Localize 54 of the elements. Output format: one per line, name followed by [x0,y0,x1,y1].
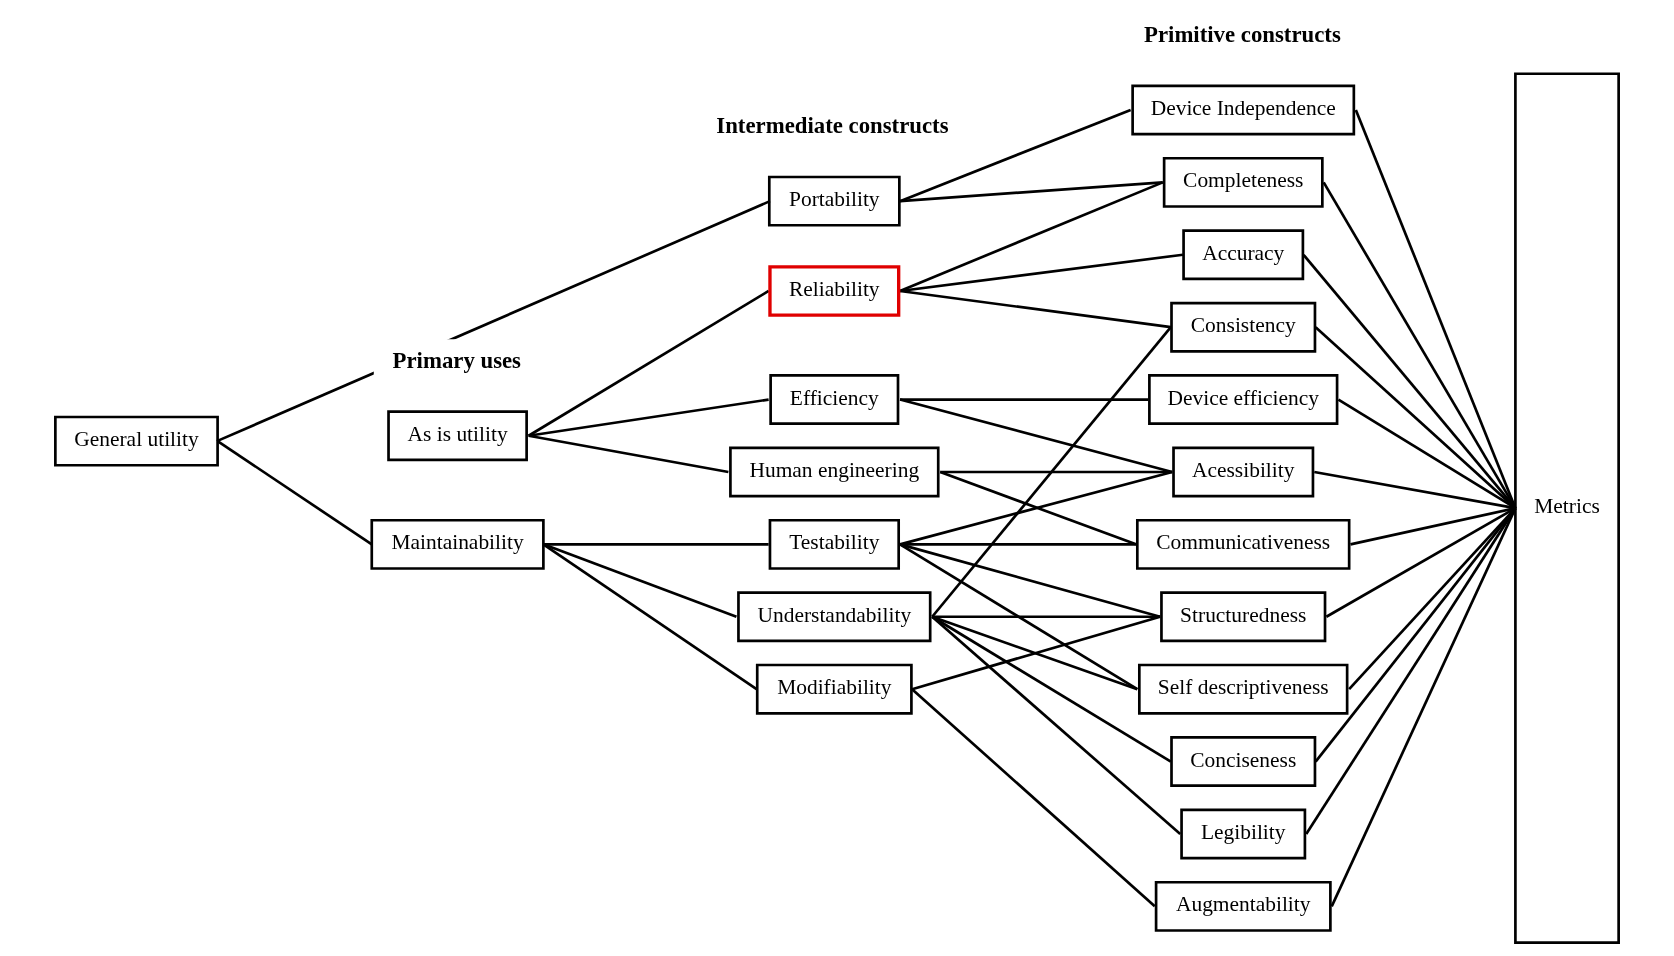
node-box: Human engineering [729,446,940,498]
node-box: Device Independence [1131,84,1356,136]
node-box: Reliability [768,265,901,317]
connector [911,688,1156,908]
node-box: Structuredness [1160,591,1327,643]
connector [899,181,1163,203]
connector [931,615,1182,835]
connector [527,289,770,437]
connector [899,398,1173,474]
connector [1322,181,1517,509]
connector [543,543,769,546]
connector [528,398,769,438]
node-box: Metrics [1514,72,1620,944]
connector [899,543,1138,691]
label: Primary uses [392,347,521,373]
node-box: Modifiability [755,663,913,715]
connector [216,440,373,546]
node-box: Portability [767,175,901,227]
node-box: Efficiency [769,374,900,426]
connector [911,615,1161,691]
node-box: Legibility [1180,808,1307,860]
node-box: Device efficiency [1148,374,1339,426]
node-box: As is utility [387,410,528,462]
connector [932,615,1161,619]
node-box: Communicativeness [1136,518,1351,570]
connector [939,470,1137,546]
connector [931,326,1172,618]
node-box: Understandability [737,591,932,643]
node-box: Self descriptiveness [1138,663,1349,715]
node-box: Conciseness [1170,736,1317,788]
node-box: Augmentability [1154,880,1332,932]
node-box: Acessibility [1172,446,1315,498]
label: Intermediate constructs [716,112,949,138]
label: Primitive constructs [1144,21,1341,47]
connector [1305,507,1517,835]
connector [899,181,1164,293]
connector [900,543,1136,546]
connector [899,108,1132,203]
node-box: Maintainability [370,518,545,570]
node-box: Completeness [1162,156,1324,208]
node-box: Testability [768,518,900,570]
connector [528,434,729,474]
node-box: Consistency [1170,301,1317,353]
connector [899,289,1171,329]
connector [1330,507,1517,907]
connector [542,543,758,691]
connector [900,398,1149,401]
node-box: Accuracy [1182,229,1305,281]
connector [899,470,1173,546]
connector [931,615,1172,763]
connector [899,543,1161,619]
connector [931,615,1138,691]
node-box: General utility [54,415,219,467]
connector [899,253,1184,293]
